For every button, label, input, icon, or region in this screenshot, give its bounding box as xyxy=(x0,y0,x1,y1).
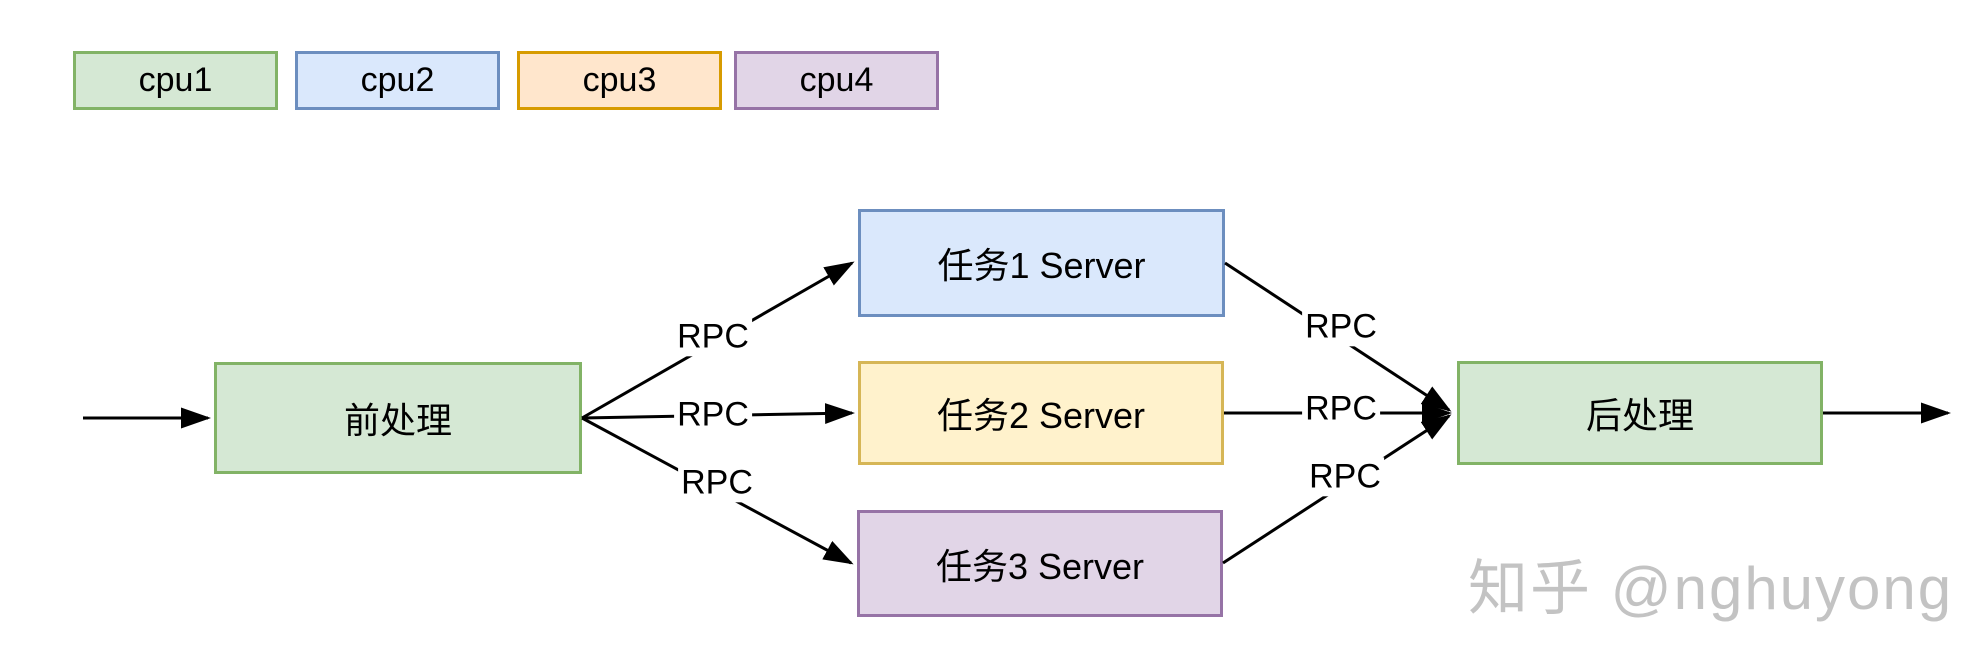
node-task2-label: 任务2 Server xyxy=(936,395,1146,436)
node-task1-server: 任务1 Server xyxy=(858,209,1225,317)
node-postprocess-label: 后处理 xyxy=(1585,395,1694,436)
rpc-label-task2-post: RPC xyxy=(1302,389,1380,429)
node-preprocess-label: 前处理 xyxy=(343,400,452,441)
legend-item-cpu1: cpu1 xyxy=(73,51,278,110)
node-task3-label: 任务3 Server xyxy=(935,545,1145,587)
legend-label-cpu4: cpu4 xyxy=(799,61,874,99)
node-task3-server: 任务3 Server xyxy=(857,510,1223,617)
rpc-label-pre-task1: RPC xyxy=(674,317,752,357)
rpc-label-pre-task3: RPC xyxy=(678,463,756,503)
node-task1-label: 任务1 Server xyxy=(937,245,1146,286)
node-preprocess: 前处理 xyxy=(214,362,582,474)
zhihu-watermark: 知乎 @nghuyong xyxy=(1468,555,1954,622)
legend-item-cpu2: cpu2 xyxy=(295,51,500,110)
rpc-label-pre-task2: RPC xyxy=(674,395,752,435)
node-task2-server: 任务2 Server xyxy=(858,361,1224,465)
legend-label-cpu1: cpu1 xyxy=(138,61,213,99)
legend-item-cpu3: cpu3 xyxy=(517,51,722,110)
legend-label-cpu2: cpu2 xyxy=(360,61,435,99)
node-postprocess: 后处理 xyxy=(1457,361,1823,465)
rpc-label-task1-post: RPC xyxy=(1302,307,1380,347)
legend-label-cpu3: cpu3 xyxy=(582,61,657,99)
rpc-label-task3-post: RPC xyxy=(1306,457,1384,497)
legend-item-cpu4: cpu4 xyxy=(734,51,939,110)
